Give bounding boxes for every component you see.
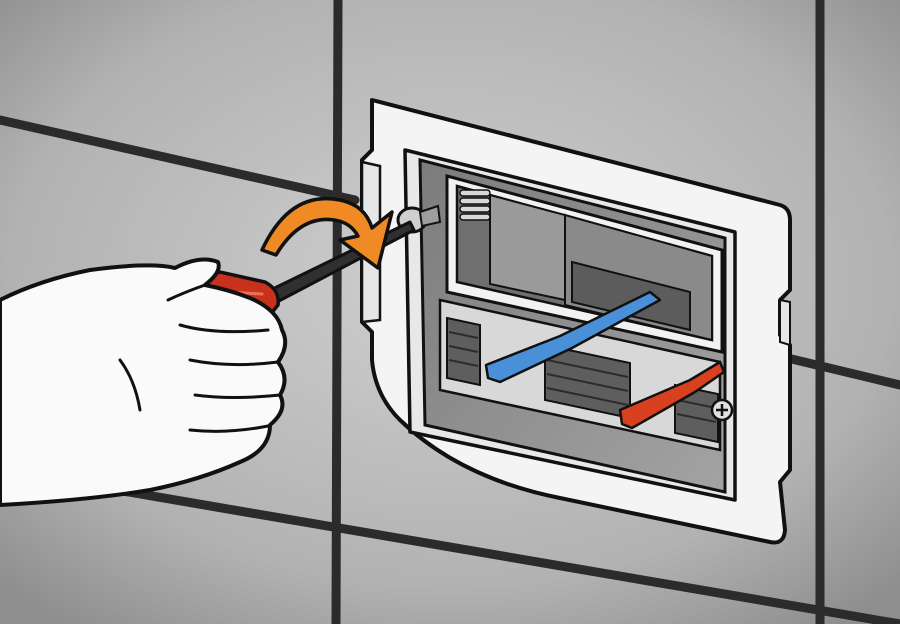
mounting-frame [360, 98, 792, 545]
gloved-hand-icon [0, 257, 288, 507]
red-rod [618, 360, 726, 430]
blue-rod [484, 290, 662, 384]
rotate-arrow-icon [260, 196, 394, 270]
screw-icon [710, 398, 734, 422]
spring [459, 189, 491, 221]
